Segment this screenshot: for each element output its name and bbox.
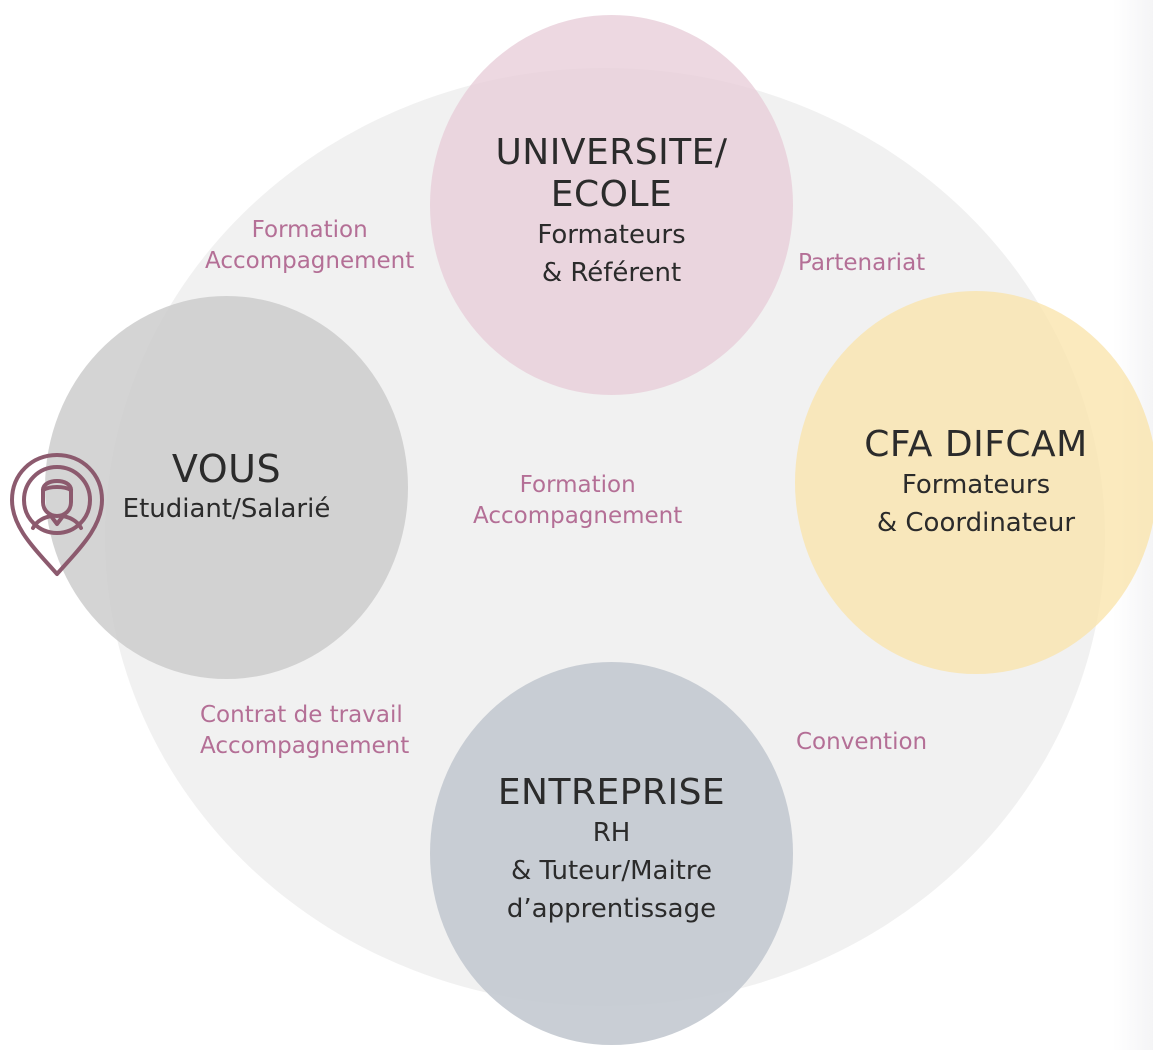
relation-vous-cfa-line2: Accompagnement: [473, 503, 683, 529]
relation-universite-cfa: Partenariat: [798, 248, 925, 279]
node-universite-title-line1: UNIVERSITE/: [495, 132, 728, 173]
relation-vous-cfa-line1: Formation: [519, 472, 636, 498]
relation-vous-entreprise-line2: Accompagnement: [200, 733, 410, 759]
relation-vous-universite: Formation Accompagnement: [205, 215, 414, 277]
node-entreprise-title: ENTREPRISE: [497, 771, 726, 813]
node-vous-title: VOUS: [171, 446, 282, 491]
node-universite-sub-line1: Formateurs: [537, 220, 686, 250]
node-entreprise-sub-line3: d’apprentissage: [506, 893, 717, 924]
node-cfa-sub-line2: & Coordinateur: [876, 507, 1076, 538]
node-cfa: CFA DIFCAM Formateurs & Coordinateur: [795, 291, 1153, 674]
node-cfa-title: CFA DIFCAM: [864, 423, 1088, 465]
relation-universite-cfa-line1: Partenariat: [798, 250, 926, 276]
relation-vous-cfa: Formation Accompagnement: [473, 470, 682, 532]
relation-vous-universite-line2: Accompagnement: [205, 248, 415, 274]
node-entreprise-sub-line2: & Tuteur/Maitre: [511, 855, 712, 886]
relation-vous-universite-line1: Formation: [251, 217, 368, 243]
node-universite-sub-line2: & Référent: [541, 258, 682, 288]
node-universite: UNIVERSITE/ ECOLE Formateurs & Référent: [430, 15, 793, 395]
node-vous: VOUS Etudiant/Salarié: [45, 296, 408, 679]
node-cfa-sub-line1: Formateurs: [901, 469, 1051, 500]
relation-vous-entreprise-line1: Contrat de travail: [200, 702, 403, 728]
relation-entreprise-cfa: Convention: [796, 727, 927, 758]
relation-vous-entreprise: Contrat de travail Accompagnement: [200, 700, 409, 762]
node-entreprise: ENTREPRISE RH & Tuteur/Maitre d’apprenti…: [430, 662, 793, 1045]
relation-entreprise-cfa-line1: Convention: [796, 729, 928, 755]
node-entreprise-sub-line1: RH: [592, 817, 631, 848]
node-universite-title-line2: ECOLE: [550, 174, 673, 215]
person-location-pin-icon: [10, 453, 104, 576]
node-vous-sub: Etudiant/Salarié: [122, 493, 331, 524]
